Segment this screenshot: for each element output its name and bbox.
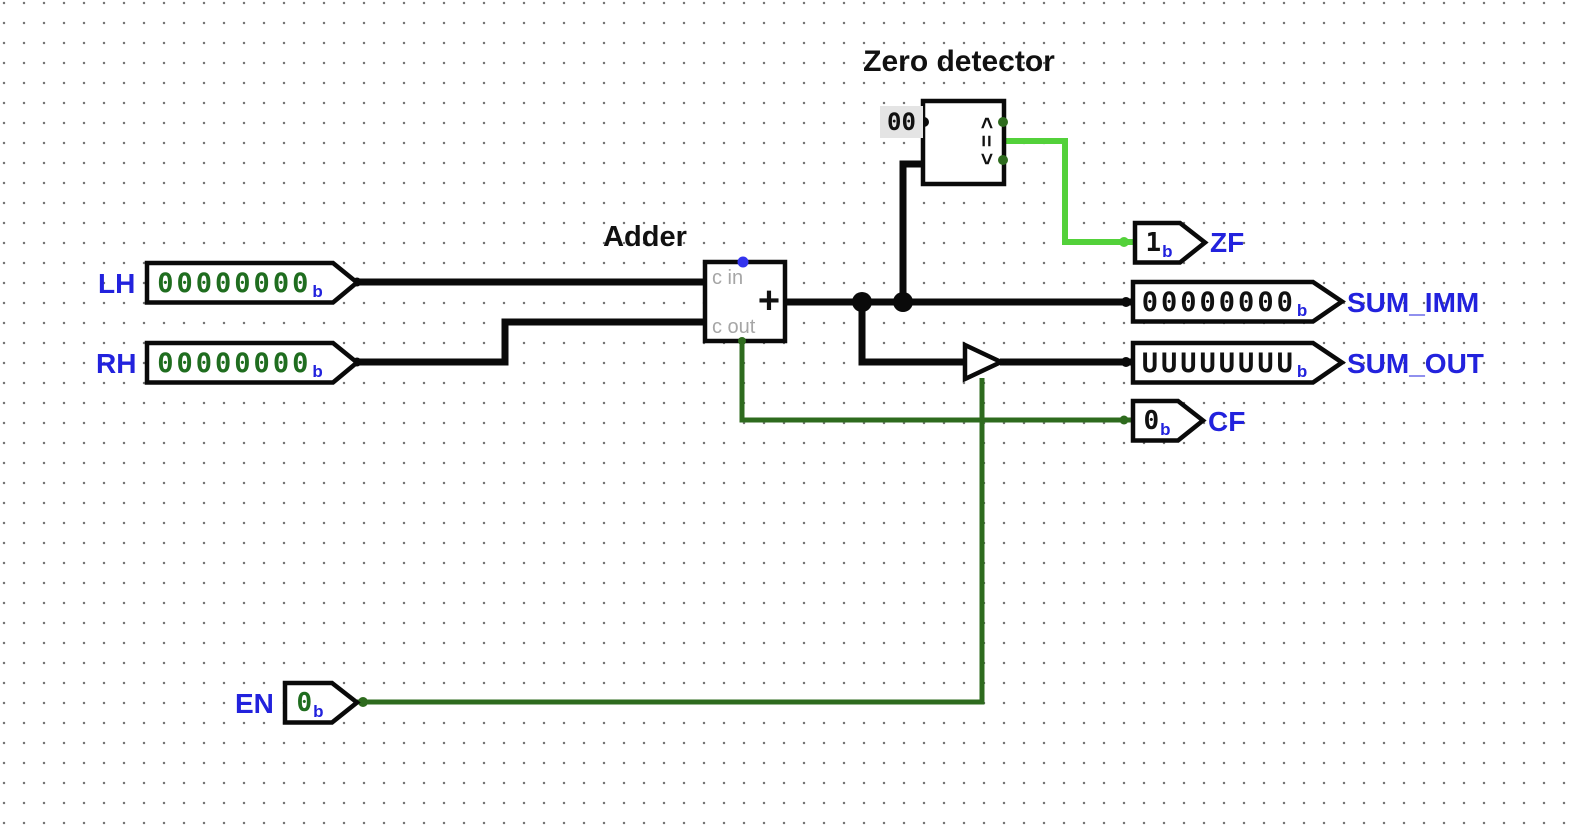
- input-pin-lh[interactable]: [144, 260, 361, 305]
- adder-cout-label: c out: [712, 316, 756, 338]
- comparator-box: [920, 98, 1007, 187]
- wire-eq-to-zf: [1003, 138, 1135, 245]
- rh-label: RH: [96, 348, 137, 379]
- input-pin-en[interactable]: [282, 680, 361, 725]
- output-pin-zf: [1132, 220, 1209, 265]
- wire-en-to-buffer: [357, 378, 985, 705]
- rh-radix: b: [312, 362, 323, 381]
- cout-start-dot: [738, 337, 746, 345]
- junction-dot: [893, 292, 913, 312]
- output-pin-sum-imm: [1130, 279, 1346, 324]
- lh-label: LH: [98, 268, 136, 299]
- cf-label: CF: [1208, 406, 1246, 437]
- wire-sum-to-buffer: [858, 302, 967, 366]
- comparator-gt-pin-dot: [998, 117, 1008, 127]
- tristate-buffer: [962, 341, 1007, 383]
- en-bit[interactable]: 0: [296, 688, 313, 718]
- adder-cin-open-pin-dot: [737, 256, 749, 268]
- wire-cout-to-cf: [739, 340, 1131, 423]
- sum-imm-label: SUM_IMM: [1347, 287, 1480, 318]
- lh-bits[interactable]: 00000000: [157, 267, 312, 299]
- zf-pin-dot: [1119, 237, 1129, 247]
- sum-out-label: SUM_OUT: [1347, 348, 1484, 379]
- comparator-constant: 00: [880, 106, 923, 138]
- zero-detector-title: Zero detector: [863, 45, 1055, 78]
- lh-radix: b: [312, 282, 323, 301]
- comparator-lt-pin-dot: [998, 155, 1008, 165]
- cf-pin-dot: [1119, 415, 1129, 425]
- adder-cin-label: c in: [712, 267, 744, 289]
- sumout-pin-dot: [1121, 357, 1131, 367]
- sumimm-pin-dot: [1121, 297, 1131, 307]
- rh-bits[interactable]: 00000000: [157, 347, 312, 379]
- en-wire-dot: [358, 697, 368, 707]
- junction-dot: [852, 292, 872, 312]
- cf-bit: 0: [1143, 406, 1160, 436]
- zf-bit: 1: [1145, 228, 1162, 258]
- sum-imm-bits: 00000000: [1141, 286, 1296, 318]
- zf-label: ZF: [1210, 227, 1245, 258]
- cf-radix: b: [1160, 420, 1171, 439]
- output-pin-cf: [1130, 398, 1207, 443]
- en-label: EN: [235, 688, 274, 719]
- adder-plus-symbol: +: [757, 280, 781, 322]
- input-pin-rh[interactable]: [144, 340, 361, 385]
- adder-title: Adder: [603, 221, 687, 253]
- output-pin-sum-out: [1130, 340, 1346, 385]
- en-radix: b: [313, 702, 324, 721]
- sum-imm-radix: b: [1296, 301, 1308, 320]
- wire-sum-to-comparator: [899, 160, 923, 302]
- sum-out-bits: UUUUUUUU: [1141, 347, 1296, 379]
- comparator-lt-label: <: [976, 152, 999, 166]
- wire-rh-bus: [357, 318, 705, 366]
- sum-out-radix: b: [1296, 362, 1308, 381]
- zf-radix: b: [1162, 242, 1173, 261]
